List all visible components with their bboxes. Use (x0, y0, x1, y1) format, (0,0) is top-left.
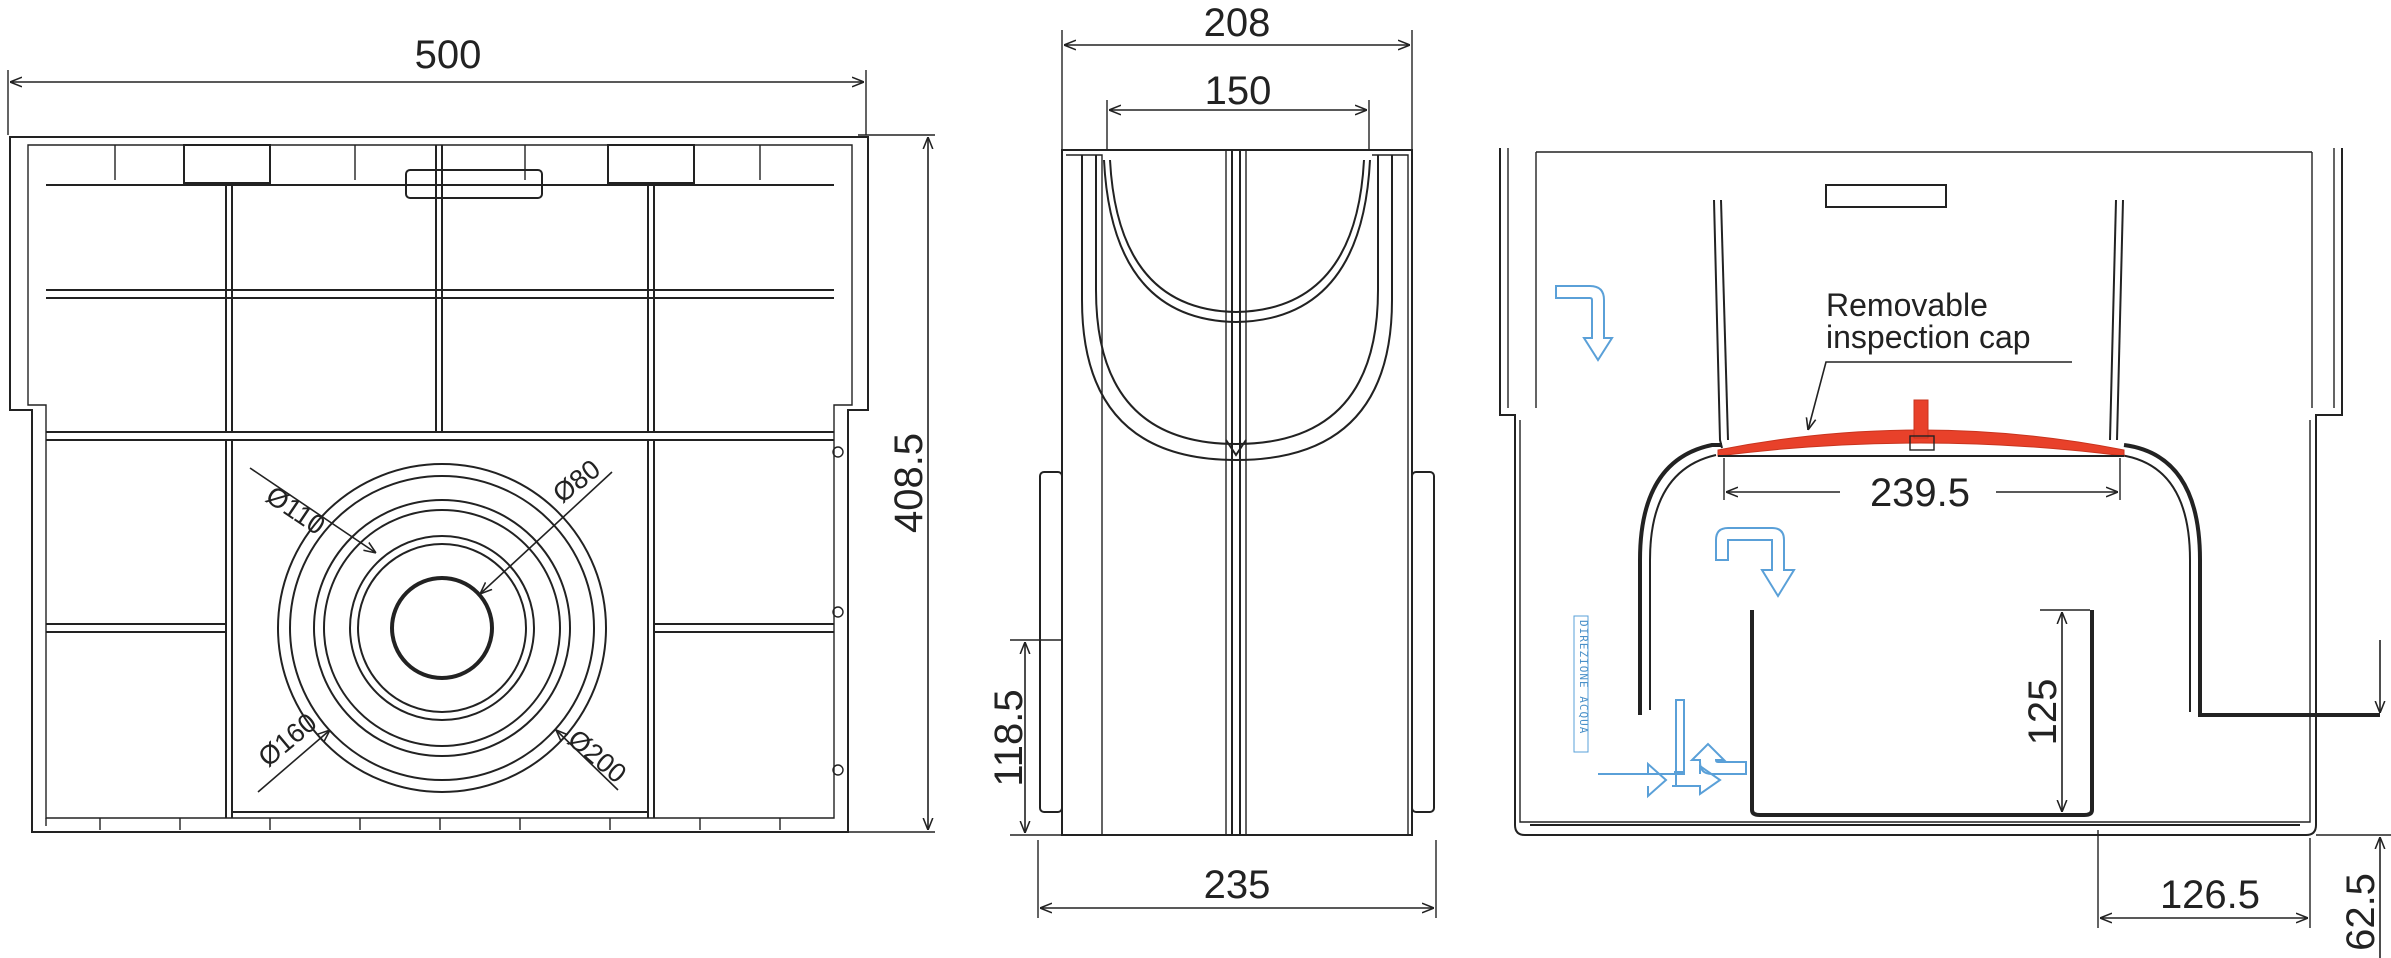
dim-208: 208 (1061, 1, 1413, 150)
dim-208-label: 208 (1204, 1, 1271, 45)
side-view: 208 150 235 (987, 1, 1437, 918)
dia-160-label: Ø160 (253, 707, 323, 772)
callout-line-2: inspection cap (1826, 319, 2031, 355)
side-view-outline (1061, 149, 1413, 836)
dim-118-5: 118.5 (987, 639, 1062, 836)
dim-150-label: 150 (1205, 69, 1272, 113)
dia-110-label: Ø110 (261, 480, 331, 541)
dia-80-label: Ø80 (547, 454, 606, 509)
dim-235: 235 (1037, 840, 1437, 918)
dim-125-label: 125 (2021, 679, 2065, 746)
dim-150: 150 (1106, 69, 1370, 150)
dim-126-5: 126.5 (2097, 830, 2311, 928)
dim-62-5-label: 62.5 (2339, 873, 2383, 951)
dim-500: 500 (7, 33, 867, 135)
section-view: Removable inspection cap 239.5 125 126.5 (1499, 148, 2391, 958)
concentric-rings (277, 463, 607, 793)
dim-500-label: 500 (415, 33, 482, 77)
top-view: 500 408.5 (7, 33, 935, 833)
top-view-outline (9, 136, 869, 833)
dim-408-5: 408.5 (848, 134, 935, 833)
flow-arrows: DIREZIONE ACQUA (1555, 285, 1796, 799)
dia-200-label: Ø200 (562, 724, 632, 789)
dim-126-5-label: 126.5 (2160, 873, 2260, 917)
dim-239-5-label: 239.5 (1870, 471, 1970, 515)
dim-408-5-label: 408.5 (887, 433, 931, 533)
dim-239-5: 239.5 (1723, 458, 2121, 515)
flow-label: DIREZIONE ACQUA (1577, 620, 1590, 734)
dim-125: 125 (2021, 609, 2090, 812)
dim-118-5-label: 118.5 (987, 689, 1031, 786)
dim-62-5: 62.5 (2316, 640, 2391, 958)
section-view-outline (1499, 148, 2343, 836)
callout-line-1: Removable (1826, 287, 1988, 323)
dim-235-label: 235 (1204, 863, 1271, 907)
